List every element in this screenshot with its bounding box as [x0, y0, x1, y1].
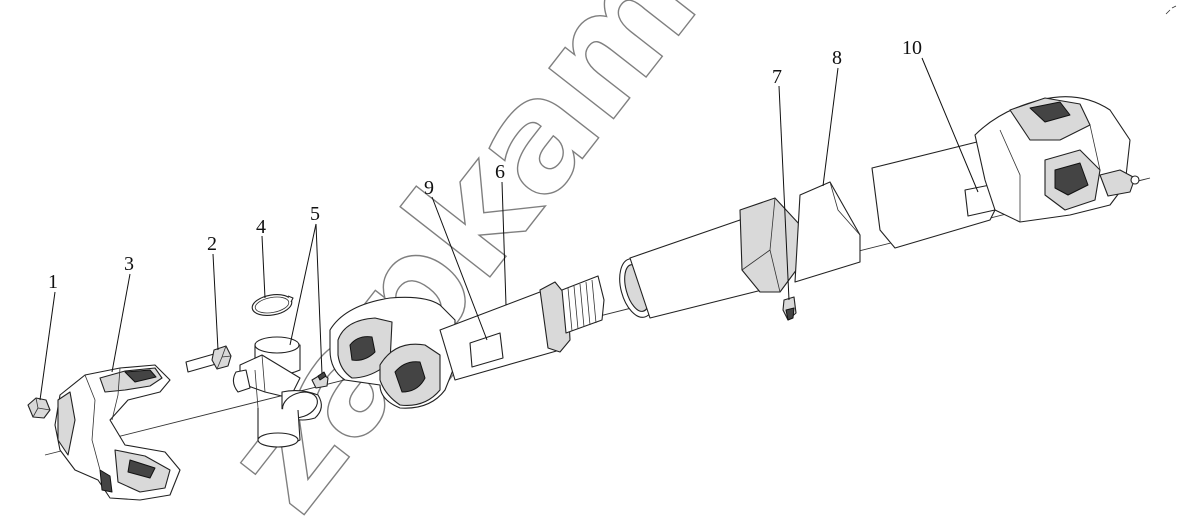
- callout-labels: 1 2 3 4 5 6 7 8 9 10: [48, 37, 922, 293]
- nut-part: [27, 397, 51, 419]
- grease-fitting-cross: [311, 371, 329, 389]
- splined-sleeve-part: [619, 197, 801, 319]
- flange-yoke-part: [54, 364, 181, 501]
- callout-7: 7: [772, 66, 782, 88]
- leader-5b: [315, 223, 323, 375]
- welded-yoke-tube-part: [871, 96, 1140, 249]
- corner-mark: [1165, 5, 1177, 15]
- spline-shaft-part: [561, 275, 605, 334]
- tube-part: [794, 181, 861, 283]
- spider-cross-part: [232, 336, 322, 448]
- leader-1: [39, 291, 56, 401]
- leader-4: [261, 235, 266, 299]
- callout-4: 4: [256, 216, 266, 238]
- callout-10: 10: [902, 37, 922, 59]
- leader-8: [822, 67, 839, 187]
- bolt-part: [185, 345, 232, 373]
- leader-lines: [39, 57, 979, 401]
- callout-8: 8: [832, 47, 842, 69]
- callout-5: 5: [310, 203, 320, 225]
- leader-6: [501, 181, 507, 306]
- grease-fitting-sleeve: [782, 296, 797, 321]
- leader-10: [921, 57, 979, 193]
- callout-2: 2: [207, 233, 217, 255]
- snap-ring-part: [251, 294, 294, 316]
- callout-9: 9: [424, 177, 434, 199]
- callout-6: 6: [495, 161, 505, 183]
- callout-1: 1: [48, 271, 58, 293]
- leader-7: [778, 85, 790, 301]
- leader-2: [212, 253, 219, 351]
- slip-yoke-part: [329, 281, 571, 409]
- leader-9: [431, 196, 488, 341]
- leader-3: [111, 273, 131, 373]
- leader-5a: [289, 223, 317, 346]
- callout-3: 3: [124, 253, 134, 275]
